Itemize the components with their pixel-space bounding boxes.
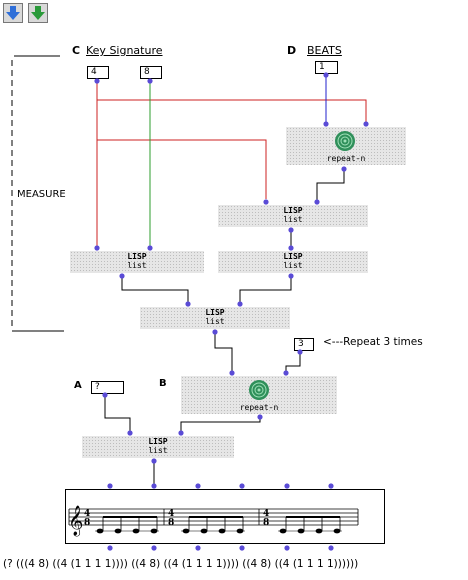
output-listing: (? (((4 8) ((4 (1 1 1 1)))) ((4 8) ((4 (…: [3, 558, 359, 570]
lisp-title: LISP: [283, 206, 303, 215]
label-a: A: [74, 380, 82, 391]
time-sig-num: 4: [168, 509, 174, 519]
label-c: C: [72, 44, 81, 57]
lisp-list-box-right-bottom[interactable]: LISP list: [218, 251, 368, 273]
repeat-spiral-icon: [249, 380, 269, 400]
lisp-list-label: list: [148, 446, 168, 455]
lisp-list-label: list: [283, 215, 303, 224]
label-d: D: [287, 44, 297, 57]
repeat-n-label: repeat-n: [239, 403, 279, 412]
lisp-list-box-bottom[interactable]: LISP list: [82, 436, 234, 458]
denominator-input[interactable]: 8: [140, 66, 162, 79]
arrow-down-green-icon: [31, 6, 45, 20]
score-editor[interactable]: 𝄞 4 8 4 8 4 8: [65, 489, 385, 544]
treble-clef-icon: 𝄞: [68, 505, 83, 537]
lisp-title: LISP: [283, 252, 303, 261]
lisp-list-box-right-top[interactable]: LISP list: [218, 205, 368, 227]
lisp-title: LISP: [127, 252, 147, 261]
repeat-n-box-upper[interactable]: repeat-n: [286, 127, 406, 165]
time-sig-den: 8: [168, 518, 174, 528]
lisp-list-label: list: [283, 261, 303, 270]
key-signature-label: Key Signature: [86, 44, 163, 57]
lisp-list-box-middle[interactable]: LISP list: [140, 307, 290, 329]
tempo-input[interactable]: ?: [91, 381, 124, 394]
measure-label: MEASURE: [17, 189, 66, 200]
repeat-note-label: <---Repeat 3 times: [323, 336, 423, 348]
repeat-count-input[interactable]: 3: [294, 338, 314, 351]
beats-label: BEATS: [307, 44, 342, 57]
lisp-list-label: list: [127, 261, 147, 270]
time-sig-den: 8: [263, 518, 269, 528]
repeat-n-box-lower[interactable]: repeat-n: [181, 376, 337, 414]
time-sig-num: 4: [263, 509, 269, 519]
numerator-input[interactable]: 4: [87, 66, 109, 79]
lisp-title: LISP: [148, 437, 168, 446]
lisp-title: LISP: [205, 308, 225, 317]
arrow-down-blue-icon: [6, 6, 20, 20]
move-down-button[interactable]: [3, 3, 23, 23]
repeat-spiral-icon: [335, 131, 355, 151]
label-b: B: [159, 378, 167, 389]
repeat-n-label: repeat-n: [326, 154, 366, 163]
lisp-list-label: list: [205, 317, 225, 326]
time-sig-den: 8: [84, 518, 90, 528]
beats-input[interactable]: 1: [315, 61, 338, 74]
move-down-green-button[interactable]: [28, 3, 48, 23]
time-sig-num: 4: [84, 509, 90, 519]
staff-notation: 𝄞 4 8 4 8 4 8: [68, 505, 359, 537]
lisp-list-box-left[interactable]: LISP list: [70, 251, 204, 273]
